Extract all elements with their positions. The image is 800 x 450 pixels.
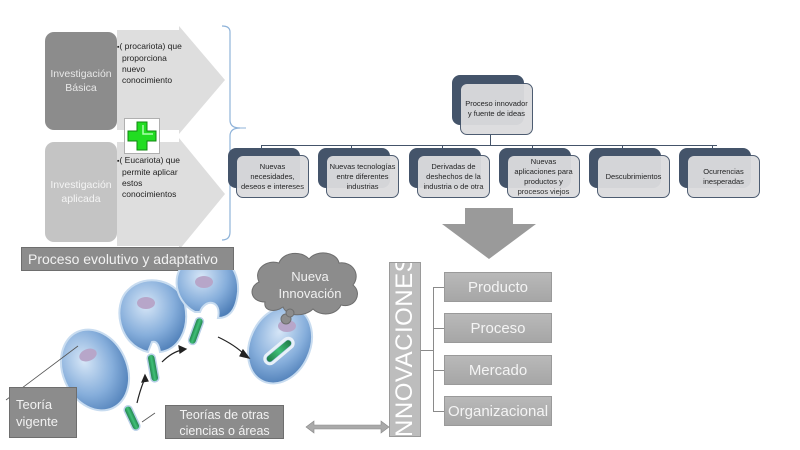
innovation-item-label: Proceso [470, 319, 526, 337]
current-theory-line: Teoría [16, 397, 53, 412]
applied-desc-line: estos [122, 178, 143, 188]
cloud-line: Innovación [278, 286, 342, 301]
new-innovation-cloud [251, 252, 358, 325]
innovations-title: INNOVACIONES [391, 262, 418, 437]
applied-desc-line: ( Eucariota) que [117, 155, 197, 167]
basic-research-title-line2: Básica [65, 82, 97, 94]
child-node-line: entre diferentes [336, 171, 389, 181]
cell-4 [246, 305, 314, 385]
child-node-line: procesos viejos [517, 186, 570, 196]
basic-desc-line: proporciona [122, 53, 167, 63]
bacterium [146, 353, 160, 383]
child-node-line: inesperadas [703, 176, 744, 186]
basic-research-box: Investigación Básica [45, 32, 117, 130]
innovation-item-label: Mercado [468, 361, 528, 379]
plus-icon-box [124, 118, 160, 154]
child-node-line: Nuevas [259, 161, 286, 171]
innovation-item-mercado: Mercado [444, 355, 552, 385]
cloud-text: Nueva Innovación [265, 268, 355, 302]
cell-evolution-illustration [5, 270, 314, 431]
root-line: y fuente de ideas [467, 109, 526, 118]
child-node-line: Derivadas de [431, 161, 476, 171]
child-node-line: Nuevas tecnologías [329, 161, 396, 171]
double-arrow [305, 420, 390, 434]
innovation-item-label: Producto [467, 278, 529, 296]
basic-research-title-line1: Investigación [50, 68, 112, 80]
bacterium [123, 405, 141, 431]
evolution-title: Proceso evolutivo y adaptativo [28, 251, 218, 267]
plus-icon [127, 121, 157, 151]
child-node-line: industria o de otra [423, 181, 484, 191]
innovations-title-box: INNOVACIONES [389, 262, 421, 437]
process-arrows [136, 336, 251, 404]
child-node-line: deseos e intereses [241, 181, 304, 191]
applied-research-title-line1: Investigación [50, 179, 112, 191]
applied-research-box: Investigación aplicada [45, 142, 117, 242]
innovation-item-label: Organizacional [447, 402, 549, 420]
basic-research-description: ( procariota) que proporciona nuevo cono… [117, 41, 197, 86]
child-node-line: industrias [346, 181, 379, 191]
applied-research-title-line2: aplicada [61, 193, 101, 205]
cell-3 [175, 270, 240, 320]
other-theories-label: Teorías de otras ciencias o áreas [165, 405, 284, 439]
child-node-line: Ocurrencias [703, 166, 744, 176]
current-theory-line: vigente [16, 414, 58, 429]
root-line: Proceso innovador [465, 99, 528, 108]
innovation-item-producto: Producto [444, 272, 552, 302]
hierarchy-child-node: Descubrimientos [589, 148, 671, 198]
child-node-line: aplicaciones para [514, 166, 573, 176]
innovation-item-proceso: Proceso [444, 313, 552, 343]
cell-1 [59, 328, 131, 412]
child-node-line: Descubrimientos [605, 171, 662, 181]
basic-research-arrow [117, 26, 225, 134]
applied-research-description: ( Eucariota) que permite aplicar estos c… [117, 155, 197, 200]
child-node-line: productos y [524, 176, 563, 186]
cell-2 [118, 279, 188, 354]
applied-desc-line: permite aplicar [122, 167, 178, 177]
basic-desc-line: ( procariota) que [117, 41, 197, 53]
applied-desc-line: conocimientos [122, 189, 177, 199]
down-arrow [442, 208, 536, 259]
evolution-title-label: Proceso evolutivo y adaptativo [21, 247, 234, 271]
current-theory-label: Teoría vigente [9, 387, 77, 438]
basic-desc-line: nuevo [122, 64, 146, 74]
other-theories-line: Teorías de otras [179, 408, 270, 422]
innovation-item-organizacional: Organizacional [444, 396, 552, 426]
child-node-line: deshechos de la [426, 171, 481, 181]
child-node-line: necesidades, [250, 171, 295, 181]
child-node-line: Nuevas [530, 156, 557, 166]
cloud-line: Nueva [291, 269, 329, 284]
hierarchy-root-node: Proceso innovador y fuente de ideas [452, 75, 534, 135]
basic-desc-line: conocimiento [122, 75, 173, 85]
bacterium [187, 316, 205, 346]
other-theories-line: ciencias o áreas [179, 424, 270, 438]
curly-brace [221, 25, 246, 241]
